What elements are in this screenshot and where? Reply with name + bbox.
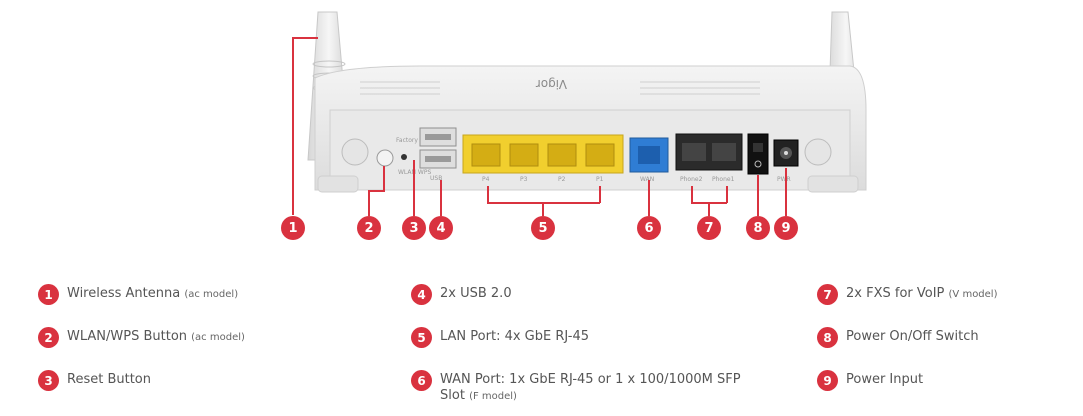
legend-item-7: 7 2x FXS for VoIP (V model) [817, 284, 998, 305]
legend-item-6: 6 WAN Port: 1x GbE RJ-45 or 1 x 100/1000… [411, 370, 751, 405]
svg-text:P4: P4 [482, 176, 490, 183]
power-input: PWR [773, 139, 799, 183]
legend-badge: 9 [817, 370, 838, 391]
legend-item-8: 8 Power On/Off Switch [817, 327, 979, 348]
legend-badge: 8 [817, 327, 838, 348]
svg-text:P2: P2 [558, 176, 566, 183]
leader-5 [542, 202, 544, 216]
leader-4 [440, 180, 442, 216]
brand-logo: Vigor [536, 77, 567, 91]
callout-badge-4: 4 [429, 216, 453, 240]
svg-text:P3: P3 [520, 176, 528, 183]
leader-1-top [292, 37, 318, 39]
legend-label: Power Input [846, 372, 924, 387]
legend-item-1: 1 Wireless Antenna (ac model) [38, 284, 238, 305]
leader-1 [292, 37, 294, 215]
leader-9 [785, 168, 787, 216]
legend-badge: 4 [411, 284, 432, 305]
leader-2-up [383, 166, 385, 192]
legend-label: Reset Button [67, 372, 151, 387]
leader-2-top [368, 190, 384, 192]
leader-8 [757, 175, 759, 216]
legend-badge: 7 [817, 284, 838, 305]
svg-text:USB: USB [430, 175, 442, 182]
legend-label: Wireless Antenna (ac model) [67, 286, 239, 301]
callout-badge-7: 7 [697, 216, 721, 240]
legend-badge: 5 [411, 327, 432, 348]
leader-5-left [487, 186, 489, 203]
legend-badge: 1 [38, 284, 59, 305]
callout-badge-3: 3 [402, 216, 426, 240]
svg-text:P1: P1 [596, 176, 604, 183]
legend-label: 2x USB 2.0 [440, 286, 512, 301]
wan-port: WAN [629, 137, 669, 183]
wlan-wps-button [376, 149, 394, 167]
callout-badge-9: 9 [774, 216, 798, 240]
legend-label: WAN Port: 1x GbE RJ-45 or 1 x 100/1000M … [440, 372, 741, 403]
legend-item-3: 3 Reset Button [38, 370, 151, 391]
legend-item-2: 2 WLAN/WPS Button (ac model) [38, 327, 245, 348]
legend-badge: 6 [411, 370, 432, 391]
legend-badge: 3 [38, 370, 59, 391]
phone-ports: Phone2 Phone1 [675, 133, 743, 183]
legend-item-4: 4 2x USB 2.0 [411, 284, 512, 305]
svg-text:Phone1: Phone1 [712, 176, 735, 183]
leader-6 [648, 180, 650, 216]
callout-badge-1: 1 [281, 216, 305, 240]
svg-text:Factory Reset: Factory Reset [396, 137, 437, 144]
callout-badge-5: 5 [531, 216, 555, 240]
leader-3 [413, 160, 415, 216]
legend-item-9: 9 Power Input [817, 370, 923, 391]
usb-ports: USB [419, 127, 457, 182]
lan-ports: P4 P3 P2 P1 [462, 134, 624, 183]
svg-text:WAN: WAN [640, 176, 654, 183]
leader-7-left [691, 186, 693, 203]
legend-label: WLAN/WPS Button (ac model) [67, 329, 245, 344]
power-switch [747, 133, 769, 175]
reset-button [401, 154, 407, 160]
leader-7-right [726, 186, 728, 203]
leader-7 [708, 202, 710, 216]
leader-5-right [599, 186, 601, 203]
svg-text:PWR: PWR [777, 176, 791, 183]
callout-badge-6: 6 [637, 216, 661, 240]
legend-label: Power On/Off Switch [846, 329, 979, 344]
legend-label: 2x FXS for VoIP (V model) [846, 286, 998, 301]
callout-badge-2: 2 [357, 216, 381, 240]
callout-badge-8: 8 [746, 216, 770, 240]
svg-text:Phone2: Phone2 [680, 176, 703, 183]
legend-label: LAN Port: 4x GbE RJ-45 [440, 329, 589, 344]
leader-2 [368, 190, 370, 216]
legend-item-5: 5 LAN Port: 4x GbE RJ-45 [411, 327, 589, 348]
router-illustration: Vigor WLAN WPS Factory Reset USB P4 [281, 11, 867, 240]
legend-badge: 2 [38, 327, 59, 348]
